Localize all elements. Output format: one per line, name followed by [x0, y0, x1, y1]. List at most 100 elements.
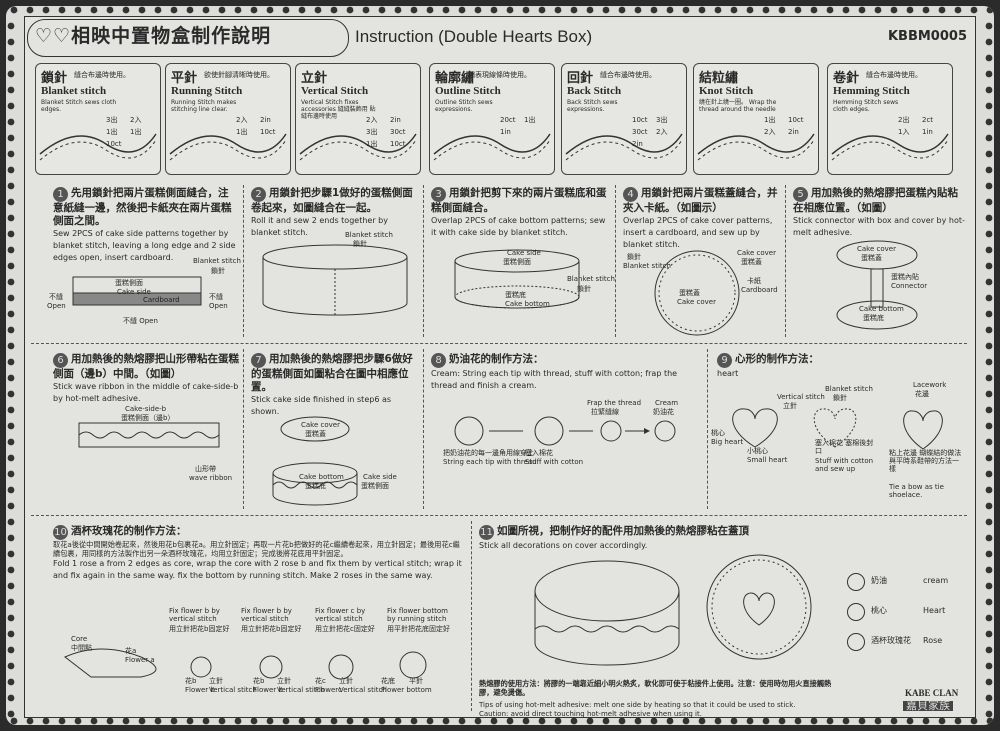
stitch-point-label: 2入 [130, 116, 142, 124]
step-3-cn: 用鎖針把剪下來的兩片蛋糕底和蛋糕側面縫合。 [431, 187, 607, 214]
product-code: KBBM0005 [887, 29, 967, 44]
legend-cn: 奶油 [871, 576, 887, 585]
border-dot [378, 717, 386, 725]
border-dot [794, 717, 802, 725]
step-2-en: Roll it and sew 2 ends together by blank… [251, 216, 388, 237]
divider [471, 521, 472, 711]
border-dot [730, 6, 738, 14]
border-dot [985, 358, 993, 366]
border-dot [985, 326, 993, 334]
border-dot [266, 717, 274, 725]
step-10-label: 立針 [209, 677, 223, 685]
label: 蛋糕側面 [115, 279, 143, 287]
border-dot [954, 717, 962, 725]
step-10-label: Fix flower bottom by running stitch [387, 607, 448, 623]
stitch-description: 繞在針上繞一圈。 Wrap the thread around the need… [699, 99, 777, 113]
step-6-en: Stick wave ribbon in the middle of cake-… [53, 382, 239, 403]
step-4-en: Overlap 2PCS of cake cover patterns, ins… [623, 216, 773, 249]
border-dot [7, 198, 15, 206]
label: 鎖針 [353, 240, 367, 248]
border-dot [7, 326, 15, 334]
border-dot [985, 390, 993, 398]
stitch-point-label: 1出 [366, 140, 378, 148]
border-dot [985, 566, 993, 574]
label: String each tip with thread [443, 458, 537, 466]
border-dot [906, 6, 914, 14]
label: 不縫 [209, 293, 223, 301]
label: 鎖針 [627, 253, 641, 261]
stitch-caption: 縫合布邊時使用。 [74, 71, 130, 79]
step-7-en: Stick cake side finished in step6 as sho… [251, 395, 392, 416]
border-dot [442, 717, 450, 725]
stitch-point-label: 2入 [656, 128, 668, 136]
step-2-cn: 用鎖針把步驟1做好的蛋糕側面卷起來，如圖縫合在一起。 [251, 187, 413, 214]
label: 桃心 [711, 429, 725, 437]
border-dot [394, 6, 402, 14]
border-dot [778, 717, 786, 725]
border-dot [890, 717, 898, 725]
stitch-name-en: Knot Stitch [699, 85, 754, 97]
border-dot [985, 678, 993, 686]
label: 蛋糕底 [863, 314, 884, 322]
stitch-point-label: 1出 [130, 128, 142, 136]
step-11-diagram [534, 554, 812, 666]
stitch-point-label: 1in [500, 128, 511, 136]
divider [785, 185, 786, 337]
label: Open [209, 302, 228, 310]
step-10-label: 花底 [381, 677, 395, 685]
border-dot [7, 710, 15, 718]
border-dot [650, 6, 658, 14]
label: Cardboard [741, 286, 778, 294]
border-dot [618, 6, 626, 14]
border-dot [682, 717, 690, 725]
border-dot [986, 6, 994, 14]
border-dot [666, 6, 674, 14]
border-dot [506, 717, 514, 725]
border-dot [985, 534, 993, 542]
stitch-point-label: 1出 [106, 128, 118, 136]
step-10-label: Fix flower c by vertical stitch [315, 607, 366, 623]
step-3-en: Overlap 2PCS of cake bottom patterns; se… [431, 216, 606, 237]
label: Small heart [747, 456, 788, 464]
border-dot [7, 230, 15, 238]
border-dot [985, 598, 993, 606]
label: 蛋糕內貼 [891, 273, 919, 281]
border-dot [106, 717, 114, 725]
border-dot [985, 342, 993, 350]
step-10-en: Fold 1 rose a from 2 edges as core, wrap… [53, 559, 462, 580]
step-8-cn: 奶油花的制作方法： [449, 353, 544, 365]
border-dot [858, 6, 866, 14]
label: 塞入棉花 [525, 449, 553, 457]
label: Blanket stitch [623, 262, 671, 270]
border-dot [682, 6, 690, 14]
border-dot [985, 70, 993, 78]
border-dot [7, 262, 15, 270]
stitch-name-en: Hemming Stitch [833, 85, 910, 97]
stitch-point-label: 3出 [656, 116, 668, 124]
stitch-point-label: 10ct [632, 116, 648, 124]
step-number: 11 [479, 525, 494, 540]
border-dot [170, 6, 178, 14]
border-dot [7, 486, 15, 494]
label: Frap the thread [587, 399, 642, 407]
border-dot [7, 694, 15, 702]
step-number: 6 [53, 353, 68, 368]
border-dot [602, 717, 610, 725]
divider [31, 343, 967, 344]
border-dot [985, 374, 993, 382]
border-dot [7, 166, 15, 174]
stitch-name-en: Running Stitch [171, 85, 243, 97]
border-dot [7, 678, 15, 686]
step-5-cn: 用加熱後的熱熔膠把蛋糕內貼粘在相應位置。（如圖） [793, 187, 958, 214]
border-dot [7, 550, 15, 558]
label: 奶油花 [653, 408, 674, 416]
step-number: 7 [251, 353, 266, 368]
label: Cake bottom [859, 305, 904, 313]
border-dot [570, 6, 578, 14]
border-dot [7, 150, 15, 158]
